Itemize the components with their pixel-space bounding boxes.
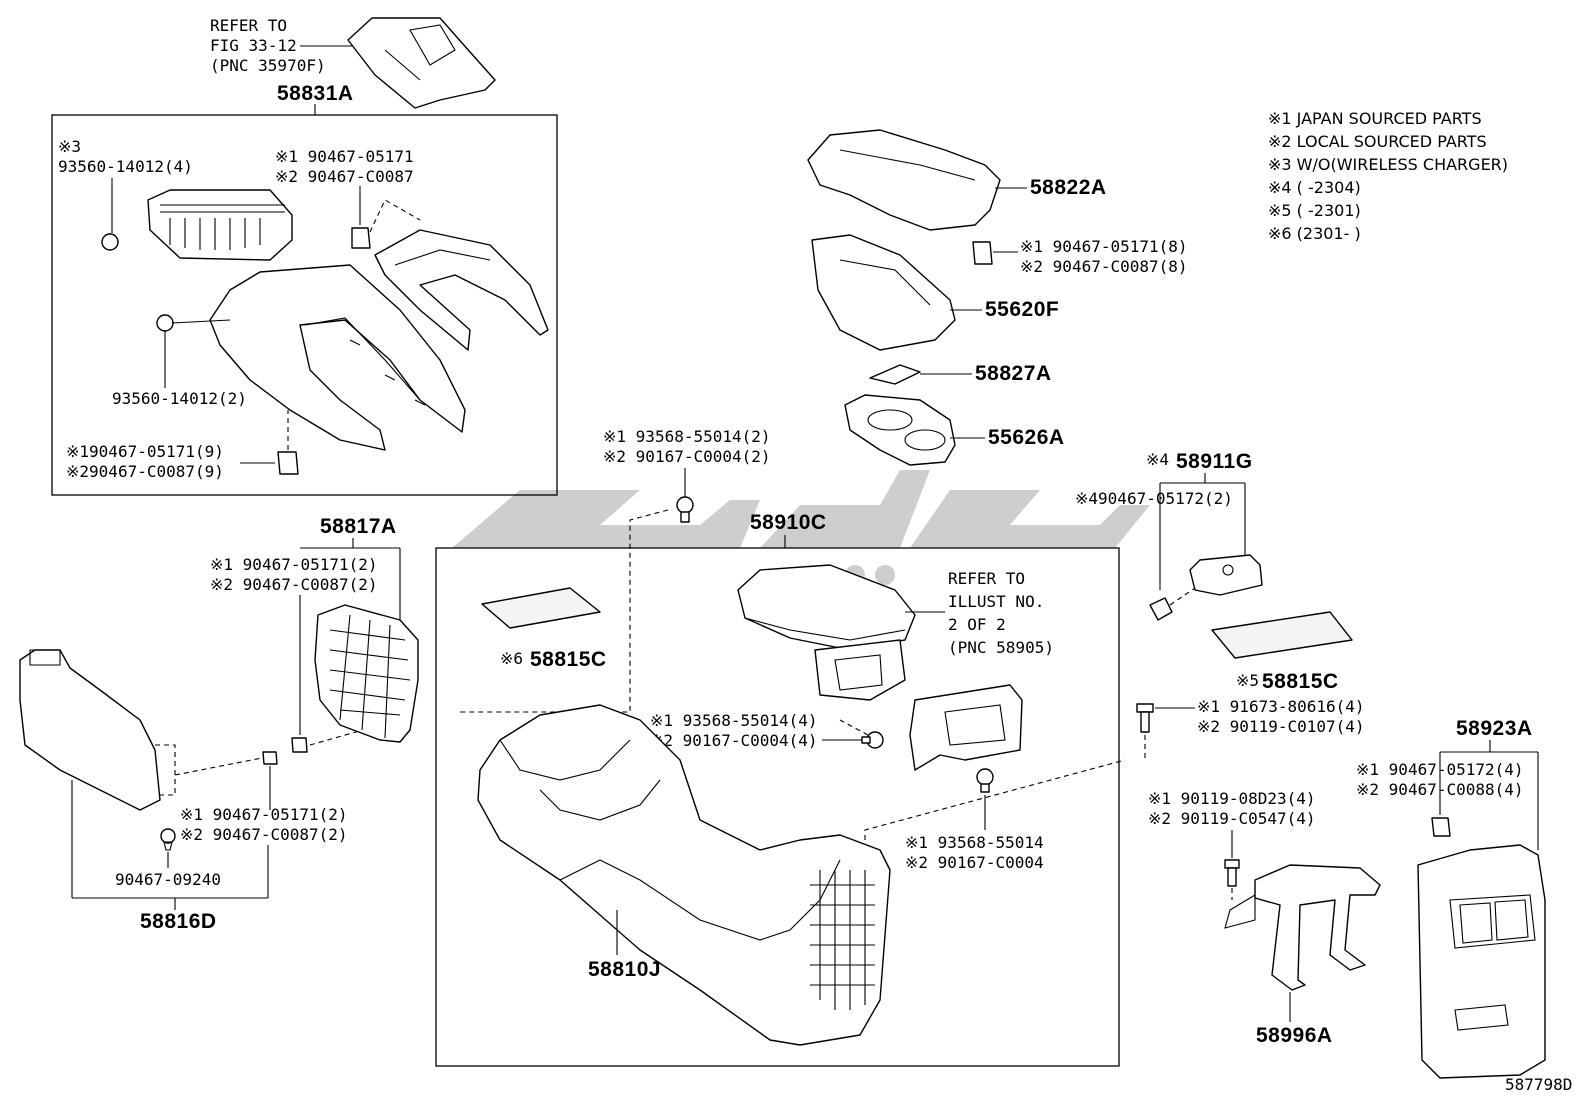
note-1: ※1 JAPAN SOURCED PARTS xyxy=(1268,109,1482,128)
mat-sheet-left xyxy=(481,587,601,629)
fastener-f1-line2: 93560-14012(4) xyxy=(58,157,193,176)
clip-icon xyxy=(277,451,299,475)
fastener-f2-line2: ※2 90467-C0087 xyxy=(275,167,414,186)
clip-icon xyxy=(1149,597,1173,621)
fastener-f12: 90467-09240 xyxy=(115,870,221,889)
fastener-f4-line2: ※290467-C0087(9) xyxy=(66,462,224,481)
fastener-f6-line2: ※2 90167-C0004(2) xyxy=(603,447,771,466)
bolt-icon xyxy=(1136,703,1154,733)
fastener-f6-line1: ※1 93568-55014(2) xyxy=(603,427,771,446)
clip-icon xyxy=(262,751,278,765)
shift-bezel-part xyxy=(347,17,496,109)
fastener-f7: ※490467-05172(2) xyxy=(1075,489,1233,508)
fastener-f5-line2: ※2 90467-C0087(8) xyxy=(1020,257,1188,276)
wireless-tray-part xyxy=(147,189,293,261)
fastener-f15-line2: ※2 90119-C0547(4) xyxy=(1148,809,1316,828)
small-plate-part xyxy=(869,364,921,385)
fastener-f2-line1: ※1 90467-05171 xyxy=(275,147,414,166)
mark-4: ※4 xyxy=(1146,450,1169,469)
clip-icon xyxy=(101,233,119,251)
fastener-f11-line2: ※2 90467-C0087(2) xyxy=(180,825,348,844)
screw-icon xyxy=(861,731,884,749)
mark-6: ※6 xyxy=(500,649,523,668)
note-6: ※6 (2301- ) xyxy=(1268,224,1361,243)
clip-icon xyxy=(156,314,174,332)
bolt-icon xyxy=(1224,859,1240,887)
fastener-f13-line2: ※2 90167-C0004 xyxy=(905,853,1044,872)
console-body-part xyxy=(477,704,891,1046)
fastener-f3: 93560-14012(2) xyxy=(112,389,247,408)
console-bezel-part xyxy=(209,264,466,451)
lower-side-panel-part xyxy=(19,649,161,811)
part-label-58815C-right: 58815C xyxy=(1262,670,1339,693)
part-label-55626A: 55626A xyxy=(988,426,1065,449)
watermark-logo xyxy=(452,470,1150,585)
console-top-trim-part xyxy=(807,129,1001,231)
fastener-f5-line1: ※1 90467-05171(8) xyxy=(1020,237,1188,256)
rear-bracket-part xyxy=(1224,864,1381,991)
mark-5: ※5 xyxy=(1236,671,1259,690)
fastener-f13-line1: ※1 93568-55014 xyxy=(905,833,1044,852)
fastener-f8-line1: ※1 90467-05171(2) xyxy=(210,555,378,574)
screw-icon xyxy=(676,496,694,523)
fastener-f1-line1: ※3 xyxy=(58,137,81,156)
group-box-58910C xyxy=(435,547,1120,1067)
part-label-58831A: 58831A xyxy=(277,82,354,105)
part-label-58996A: 58996A xyxy=(1256,1024,1333,1047)
note-5: ※5 ( -2301) xyxy=(1268,201,1361,220)
rear-console-end-part xyxy=(1417,844,1546,1079)
note-3: ※3 W/O(WIRELESS CHARGER) xyxy=(1268,155,1508,174)
notes-legend: ※1 JAPAN SOURCED PARTS ※2 LOCAL SOURCED … xyxy=(1268,109,1508,243)
refer-illust-line4: (PNC 58905) xyxy=(948,638,1054,657)
diagram-id: 587798D xyxy=(1505,1075,1572,1094)
usb-port-part xyxy=(1189,554,1263,596)
part-label-58827A: 58827A xyxy=(975,362,1052,385)
note-4: ※4 ( -2304) xyxy=(1268,178,1361,197)
clip-icon xyxy=(972,241,993,265)
part-label-58817A: 58817A xyxy=(320,515,397,538)
note-2: ※2 LOCAL SOURCED PARTS xyxy=(1268,132,1487,151)
part-label-58911G: 58911G xyxy=(1176,450,1253,473)
console-box-part xyxy=(811,234,956,351)
clip-icon xyxy=(351,227,371,249)
refer-illust-line3: 2 OF 2 xyxy=(948,615,1006,634)
cup-holder-part xyxy=(844,394,956,466)
armrest-lid-part xyxy=(737,564,916,701)
console-upper-panel-part xyxy=(374,229,549,351)
fastener-f14-line1: ※1 90467-05172(4) xyxy=(1356,760,1524,779)
refer-fig-line3: (PNC 35970F) xyxy=(210,56,326,75)
part-label-55620F: 55620F xyxy=(985,298,1059,321)
screw-icon xyxy=(976,768,994,793)
refer-fig-line1: REFER TO xyxy=(210,16,287,35)
part-label-58816D: 58816D xyxy=(140,910,217,933)
fastener-f9-line1: ※1 93568-55014(4) xyxy=(650,711,818,730)
clip-icon xyxy=(291,737,308,753)
fastener-f8-line2: ※2 90467-C0087(2) xyxy=(210,575,378,594)
refer-illust-line2: ILLUST NO. xyxy=(948,592,1044,611)
bracket-plate-part xyxy=(909,684,1023,771)
refer-illust-line1: REFER TO xyxy=(948,569,1025,588)
fastener-f14-line2: ※2 90467-C0088(4) xyxy=(1356,780,1524,799)
mat-sheet-right xyxy=(1211,611,1353,659)
fastener-f15-line1: ※1 90119-08D23(4) xyxy=(1148,789,1316,808)
refer-fig-line2: FIG 33-12 xyxy=(210,36,297,55)
fastener-f9-line2: ※2 90167-C0004(4) xyxy=(650,731,818,750)
part-label-58923A: 58923A xyxy=(1456,717,1533,740)
part-label-58815C-left: 58815C xyxy=(530,648,607,671)
group-box-58831A xyxy=(51,114,558,496)
fastener-f10-line2: ※2 90119-C0107(4) xyxy=(1197,717,1365,736)
part-label-58810J: 58810J xyxy=(588,958,661,981)
side-panel-part xyxy=(314,604,419,743)
part-label-58910C: 58910C xyxy=(750,511,827,534)
nut-icon xyxy=(160,828,176,851)
part-label-58822A: 58822A xyxy=(1030,176,1107,199)
fastener-f10-line1: ※1 91673-80616(4) xyxy=(1197,697,1365,716)
clip-icon xyxy=(1431,817,1451,837)
fastener-f11-line1: ※1 90467-05171(2) xyxy=(180,805,348,824)
fastener-f4-line1: ※190467-05171(9) xyxy=(66,442,224,461)
